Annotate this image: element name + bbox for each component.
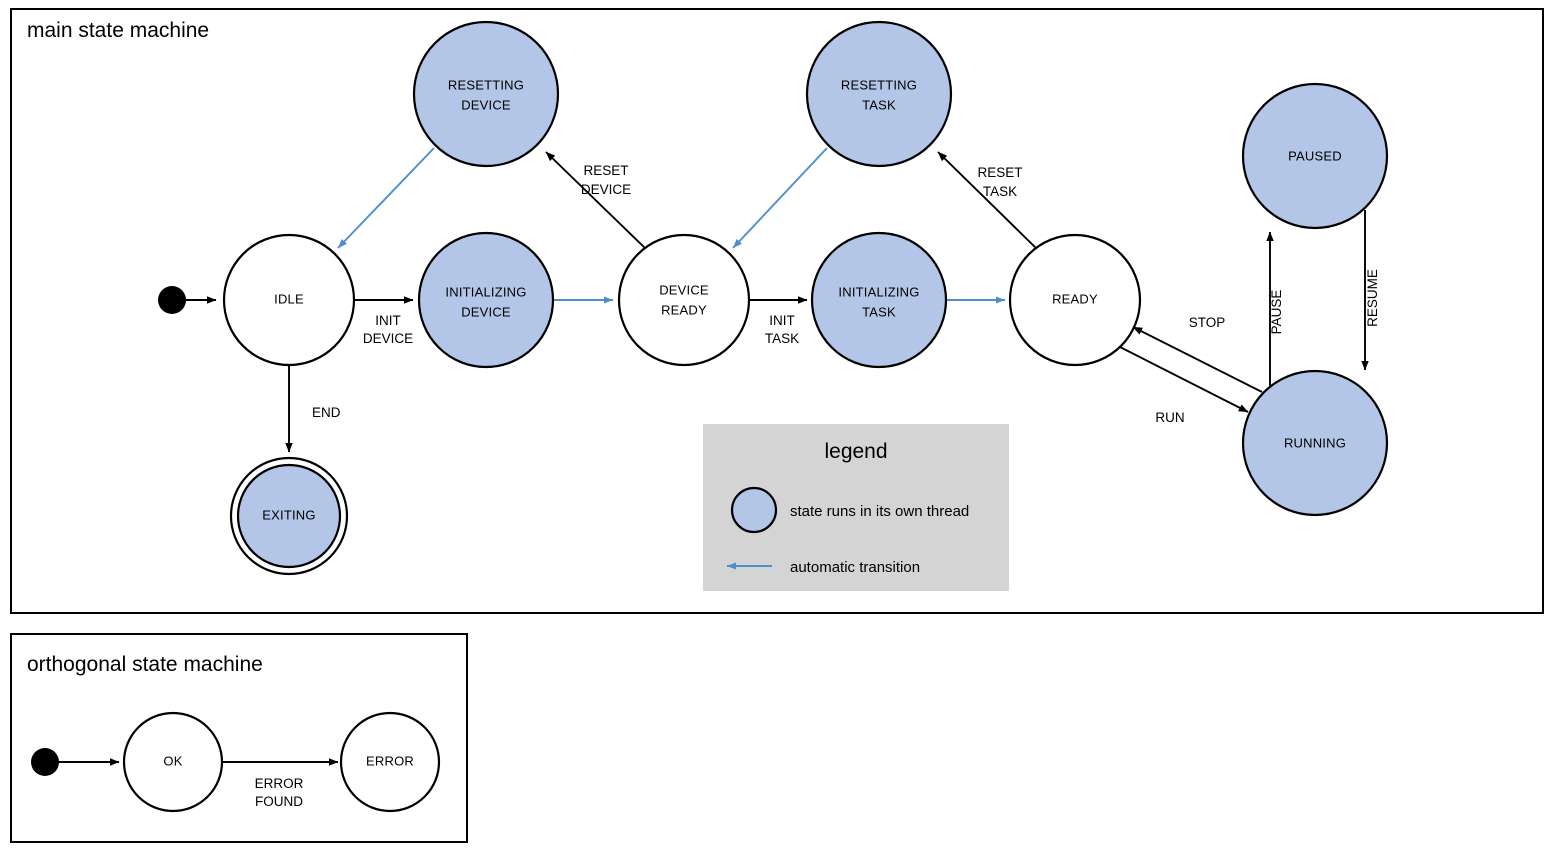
state-running-label: RUNNING — [1284, 435, 1346, 450]
edge-label-end: END — [312, 405, 341, 420]
edge-label-error-found-line1: ERROR — [255, 776, 304, 791]
state-initializing-device-shape[interactable] — [417, 231, 555, 369]
state-ready[interactable]: READY — [1008, 233, 1142, 367]
state-ok-shape[interactable] — [122, 711, 224, 813]
state-device-ready-label-line2: READY — [661, 302, 707, 317]
legend-item-thread-text: state runs in its own thread — [790, 503, 969, 520]
state-device-ready[interactable]: DEVICE READY — [617, 233, 751, 367]
state-initializing-task-label-line1: INITIALIZING — [838, 284, 919, 299]
main-states: IDLE RESETTING DEVICE INITIALIZING DEVIC… — [158, 20, 1389, 576]
transition-running-to-ready — [1132, 326, 1263, 393]
transition-ready-to-running — [1119, 346, 1249, 413]
state-ok-label: OK — [163, 753, 182, 768]
state-running[interactable]: RUNNING — [1241, 369, 1389, 517]
state-ok[interactable]: OK — [122, 711, 224, 813]
state-initializing-task-label-line2: TASK — [862, 304, 896, 319]
state-initializing-task[interactable]: INITIALIZING TASK — [810, 231, 948, 369]
state-initializing-device-label-line2: DEVICE — [461, 304, 511, 319]
main-transitions: INIT DEVICE RESET DEVICE END INIT TASK R… — [186, 147, 1380, 453]
state-error[interactable]: ERROR — [339, 711, 441, 813]
state-resetting-task-shape[interactable] — [805, 20, 953, 168]
state-exiting-label: EXITING — [262, 507, 315, 522]
edge-label-init-task-line1: INIT — [769, 313, 795, 328]
transition-resetting-task-to-device-ready — [732, 147, 828, 249]
transition-resetting-device-to-idle — [337, 147, 435, 249]
state-resetting-device[interactable]: RESETTING DEVICE — [412, 20, 560, 168]
state-ready-label: READY — [1052, 291, 1098, 306]
legend-thread-circle-icon — [730, 486, 778, 534]
state-exiting[interactable]: EXITING — [229, 456, 349, 576]
state-ready-shape[interactable] — [1008, 233, 1142, 367]
edge-label-pause: PAUSE — [1269, 290, 1284, 335]
state-device-ready-shape[interactable] — [617, 233, 751, 367]
state-resetting-device-label-line1: RESETTING — [448, 77, 524, 92]
state-resetting-device-label-line2: DEVICE — [461, 97, 511, 112]
edge-label-init-task-line2: TASK — [765, 331, 799, 346]
edge-label-error-found-line2: FOUND — [255, 794, 303, 809]
edge-label-resume: RESUME — [1365, 269, 1380, 327]
edge-label-reset-device-line2: DEVICE — [581, 182, 631, 197]
state-resetting-task-label-line2: TASK — [862, 97, 896, 112]
edge-label-reset-device-line1: RESET — [583, 163, 628, 178]
state-running-shape[interactable] — [1241, 369, 1389, 517]
state-initializing-task-shape[interactable] — [810, 231, 948, 369]
state-device-ready-label-line1: DEVICE — [659, 282, 709, 297]
edge-label-init-device-line1: INIT — [375, 313, 401, 328]
edge-label-reset-task-line2: TASK — [983, 184, 1017, 199]
transition-device-ready-to-resetting-device — [545, 151, 646, 249]
state-exiting-shape[interactable] — [236, 463, 342, 569]
state-paused-label: PAUSED — [1288, 148, 1342, 163]
orthogonal-frame-title: orthogonal state machine — [27, 653, 263, 676]
orthogonal-states: OK ERROR — [31, 711, 441, 813]
orthogonal-initial-state-dot — [31, 748, 59, 776]
legend-item-automatic-text: automatic transition — [790, 559, 920, 576]
legend-title: legend — [824, 440, 887, 463]
state-error-label: ERROR — [366, 753, 414, 768]
state-idle[interactable]: IDLE — [222, 233, 356, 367]
state-error-shape[interactable] — [339, 711, 441, 813]
state-resetting-task[interactable]: RESETTING TASK — [805, 20, 953, 168]
state-idle-label: IDLE — [274, 291, 304, 306]
main-frame-title: main state machine — [27, 19, 209, 42]
state-initializing-device-label-line1: INITIALIZING — [445, 284, 526, 299]
state-idle-shape[interactable] — [222, 233, 356, 367]
edge-label-reset-task-line1: RESET — [977, 165, 1022, 180]
initial-state-dot — [158, 286, 186, 314]
orthogonal-transitions: ERROR FOUND — [58, 758, 339, 809]
legend: legend state runs in its own thread auto… — [703, 424, 1009, 591]
transition-ready-to-resetting-task — [937, 151, 1037, 249]
edge-label-init-device-line2: DEVICE — [363, 331, 413, 346]
state-resetting-task-label-line1: RESETTING — [841, 77, 917, 92]
state-paused-shape[interactable] — [1241, 82, 1389, 230]
edge-label-run: RUN — [1155, 410, 1184, 425]
state-paused[interactable]: PAUSED — [1241, 82, 1389, 230]
edge-label-stop: STOP — [1189, 315, 1226, 330]
state-initializing-device[interactable]: INITIALIZING DEVICE — [417, 231, 555, 369]
state-resetting-device-shape[interactable] — [412, 20, 560, 168]
